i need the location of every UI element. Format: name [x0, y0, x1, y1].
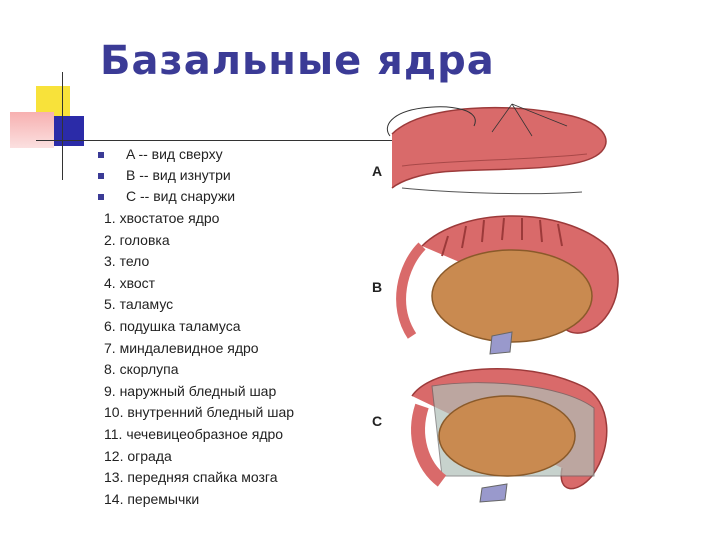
decor-blue-square	[54, 116, 84, 146]
legend-list: 1. хвостатое ядро 2. головка 3. тело 4. …	[104, 208, 294, 510]
bullet-square-icon	[98, 194, 104, 200]
panel-label-a: A	[372, 163, 382, 179]
slide-title: Базальные ядра	[100, 38, 495, 84]
legend-item: 6. подушка таламуса	[104, 317, 241, 334]
legend-item: 10. внутренний бледный шар	[104, 404, 295, 421]
panel-label-b: B	[372, 279, 382, 295]
legend-item: 4. хвост	[104, 274, 156, 291]
panel-label-c: C	[372, 413, 382, 429]
legend-item: 9. наружный бледный шар	[104, 382, 277, 399]
legend-item: 1. хвостатое ядро	[104, 210, 220, 226]
legend-item: 8. скорлупа	[104, 361, 179, 378]
legend-item: 7. миндалевидное ядро	[104, 339, 259, 356]
panel-b-drawing: B	[372, 215, 619, 355]
panel-c-drawing: C	[372, 367, 608, 503]
decor-vertical-line	[62, 72, 63, 180]
legend-item: 3. тело	[104, 253, 150, 270]
panel-a-drawing: A	[372, 103, 607, 195]
legend-item: 14. перемычки	[104, 490, 200, 507]
decor-horizontal-line	[36, 140, 416, 141]
basal-ganglia-illustration: A B C	[372, 103, 619, 503]
legend-item: 5. таламус	[104, 296, 174, 313]
legend-item: 13. передняя спайка мозга	[104, 469, 278, 486]
decor-red-square	[10, 112, 54, 148]
legend-item: 12. ограда	[104, 447, 172, 464]
bullet-square-icon	[98, 173, 104, 179]
legend-item: 11. чечевицеобразное ядро	[104, 425, 284, 442]
legend-item: 2. головка	[104, 231, 170, 248]
bullet-square-icon	[98, 152, 104, 158]
